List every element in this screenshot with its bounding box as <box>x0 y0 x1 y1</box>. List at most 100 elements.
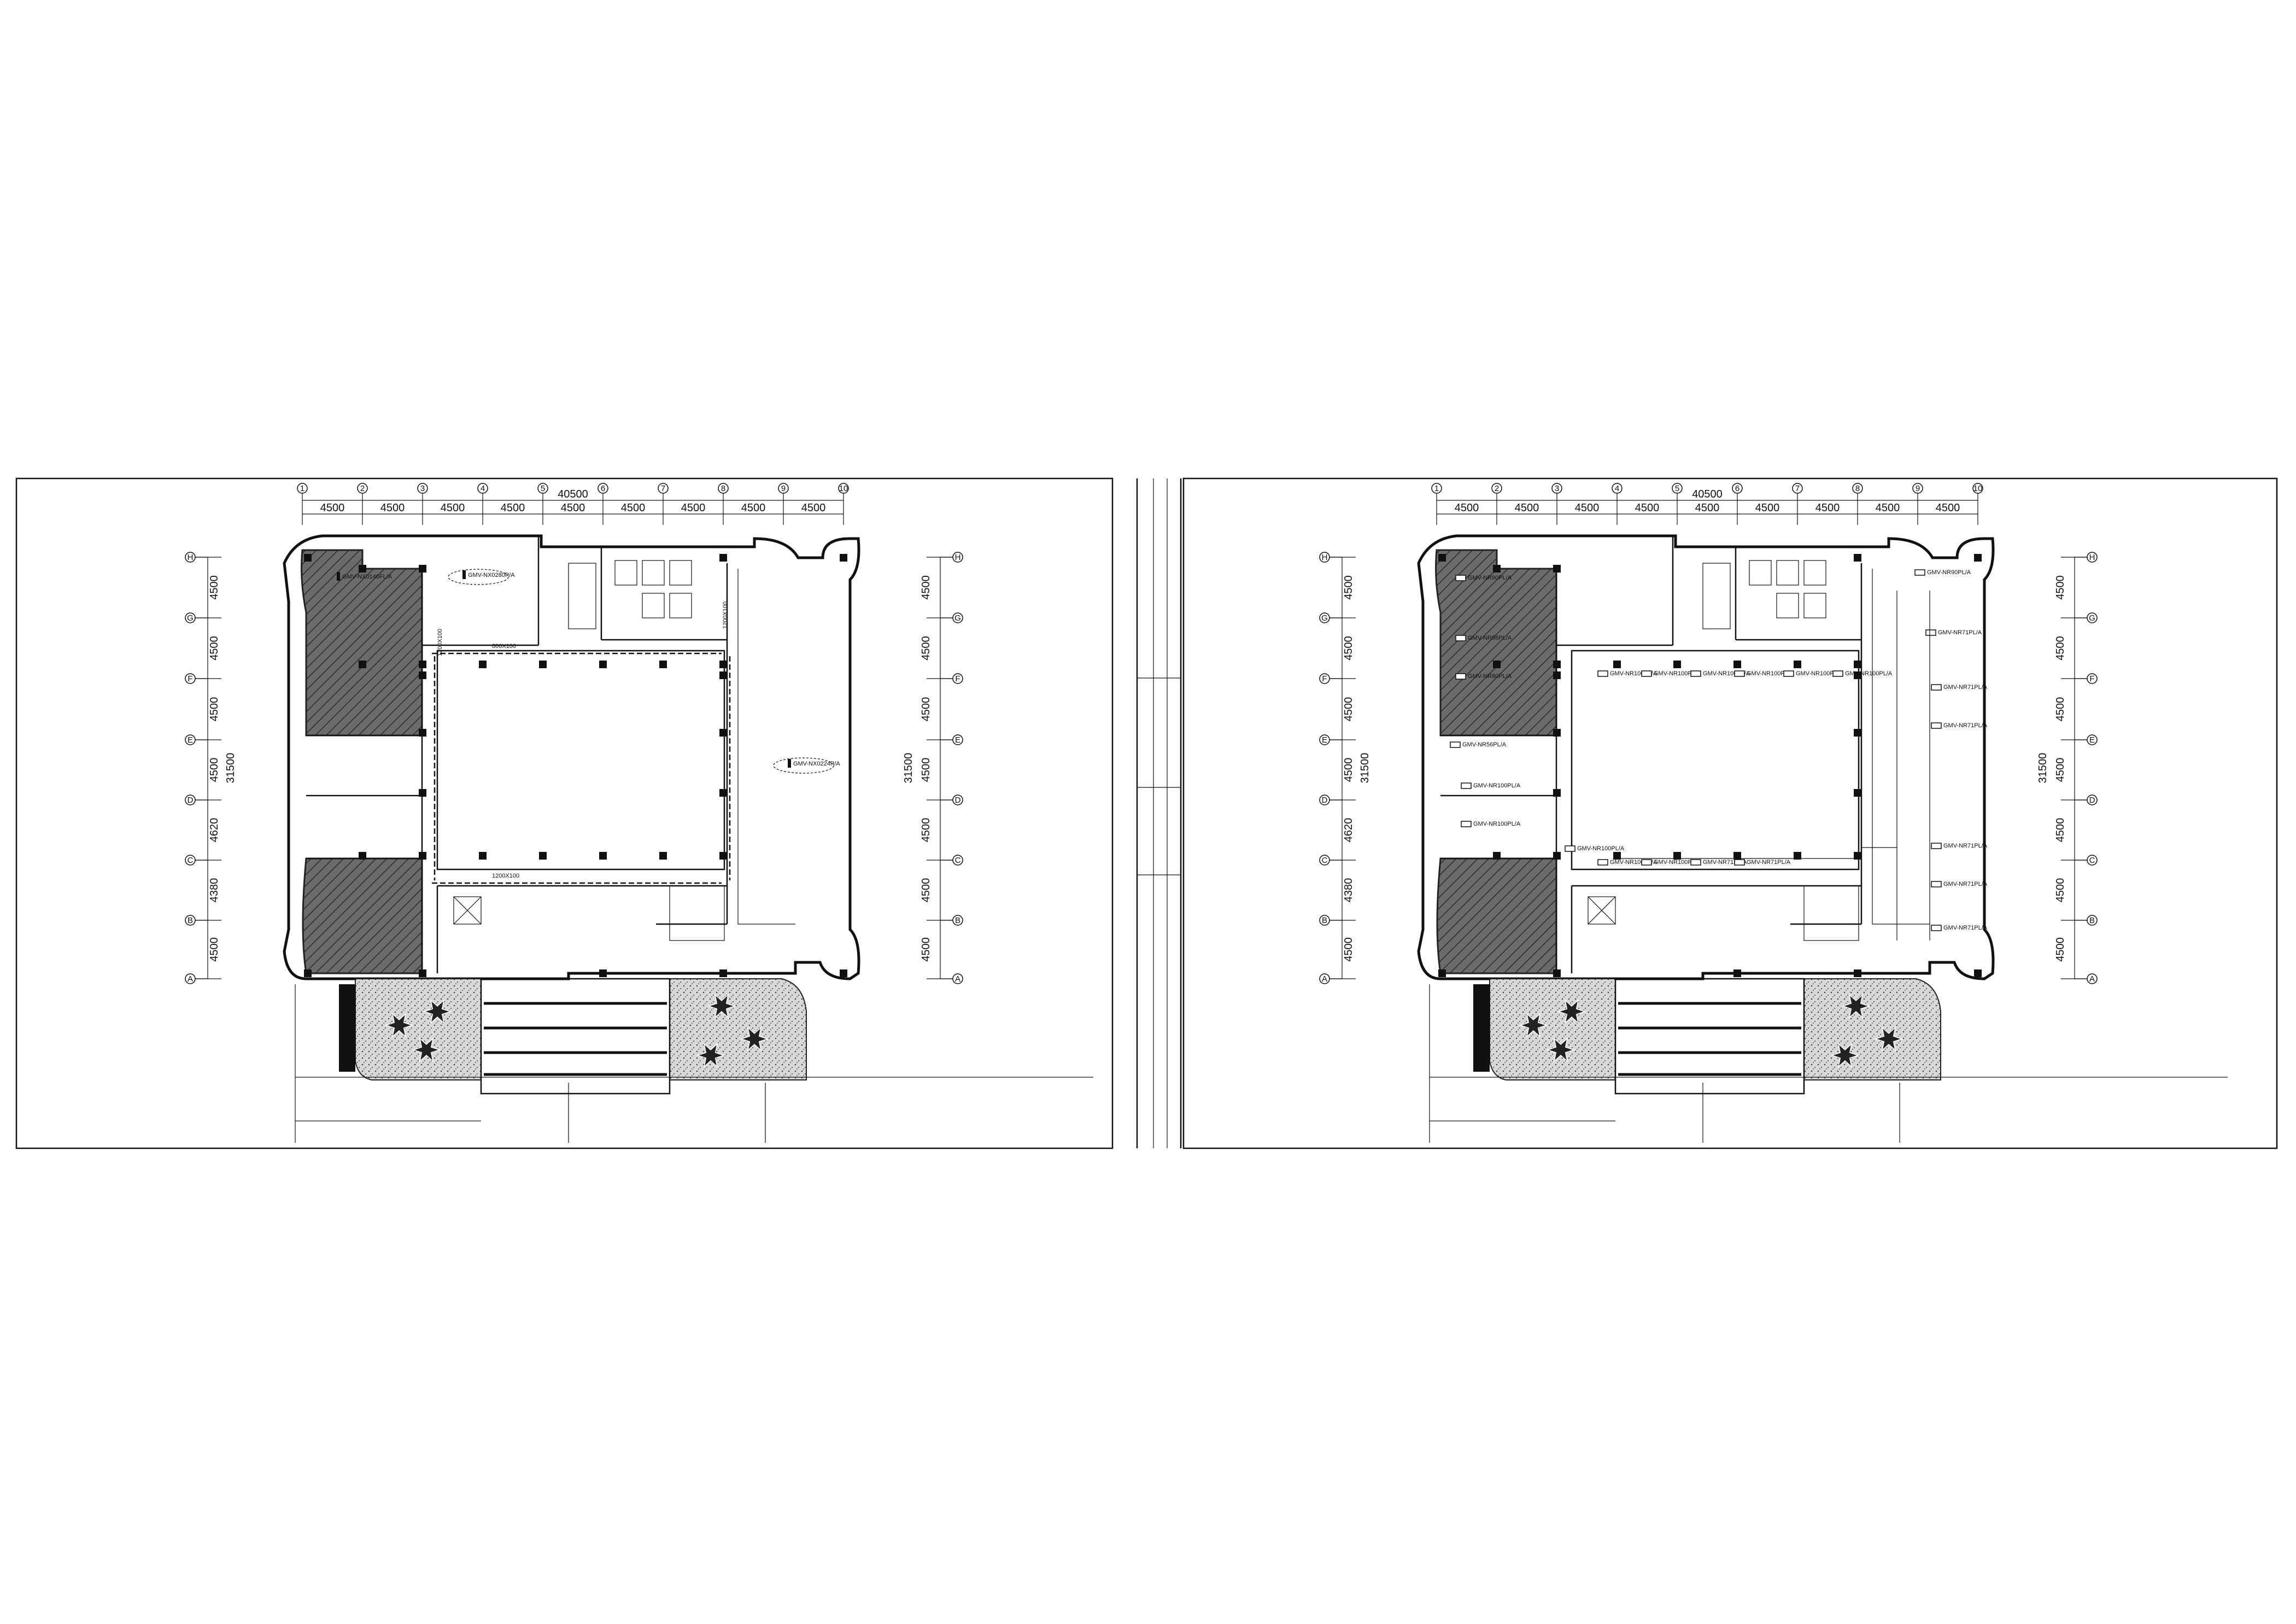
span-dimension: 4500 <box>1343 636 1355 661</box>
tree-symbol <box>423 999 452 1024</box>
axis-bubble <box>357 483 368 494</box>
tree-symbol <box>1841 994 1871 1019</box>
span-dimension: 4500 <box>741 502 766 514</box>
axis-bubble <box>297 483 308 494</box>
span-dimension: 4500 <box>920 818 932 843</box>
axis-label: F <box>1322 674 1327 684</box>
equipment-tag: GMV-NX0280P/A <box>468 572 515 579</box>
axis-label: 8 <box>721 484 725 493</box>
axis-label: H <box>1322 553 1328 562</box>
axis-bubble <box>952 673 963 684</box>
structural-column <box>840 554 847 562</box>
span-dimension: 4500 <box>561 502 585 514</box>
axis-bubble <box>185 973 196 984</box>
axis-bubble <box>1431 483 1442 494</box>
axis-bubble <box>952 855 963 866</box>
site-lines <box>1429 984 2228 1143</box>
ac-unit-icon <box>788 759 791 768</box>
structural-column <box>599 969 607 977</box>
structural-column <box>1553 671 1561 679</box>
axis-label: C <box>1322 856 1328 865</box>
axis-label: 2 <box>1495 484 1499 493</box>
axis-label: F <box>188 674 192 684</box>
structural-column <box>1854 671 1861 679</box>
equipment-tag: GMV-NR56PL/A <box>1468 635 1512 641</box>
structural-column <box>1613 852 1621 860</box>
axis-bubble <box>2087 552 2098 563</box>
axis-label: E <box>2089 735 2095 745</box>
span-dimension: 4500 <box>208 575 220 600</box>
axis-bubble <box>1792 483 1803 494</box>
axis-label: 3 <box>1555 484 1559 493</box>
axis-bubble <box>1672 483 1683 494</box>
equipment-tag: GMV-NR100PL/A <box>1654 670 1701 677</box>
structural-column <box>719 729 727 737</box>
span-dimension: 4500 <box>1695 502 1720 514</box>
equipment-tag: GMV-NR100PL/A <box>1796 670 1843 677</box>
axis-bubble <box>2087 915 2098 926</box>
refrigerant-pipe-run <box>1615 591 1930 940</box>
structural-column <box>1553 729 1561 737</box>
site-lines <box>295 984 1093 1143</box>
axis-label: B <box>2089 916 2095 925</box>
span-dimension: 4500 <box>208 758 220 782</box>
span-dimension: 4380 <box>208 878 220 903</box>
span-dimension: 4500 <box>320 502 345 514</box>
ac-unit-icon <box>1931 843 1942 849</box>
axis-label: 10 <box>1973 484 1983 493</box>
axis-label: H <box>188 553 194 562</box>
axis-bubble <box>1319 973 1330 984</box>
span-dimension: 4500 <box>920 575 932 600</box>
tree-symbol <box>740 1026 769 1051</box>
span-dimension: 4500 <box>1343 697 1355 722</box>
structural-column <box>719 852 727 860</box>
axis-bubble <box>1972 483 1983 494</box>
structural-column <box>1854 969 1861 977</box>
structural-column <box>599 852 607 860</box>
tree-symbol <box>1874 1026 1903 1051</box>
planter-right <box>669 978 807 1080</box>
structural-column <box>419 565 426 573</box>
axis-label: D <box>188 796 194 805</box>
axis-label: H <box>2089 553 2095 562</box>
equipment-tag: GMV-NR71PL/A <box>1943 843 1988 849</box>
duct-size-label: 1200X100 <box>492 873 519 879</box>
span-dimension: 4500 <box>1455 502 1479 514</box>
span-dimension: 4500 <box>801 502 826 514</box>
axis-label: G <box>1321 614 1328 623</box>
span-dimension: 4500 <box>681 502 706 514</box>
duct-size-label: 1200X100 <box>722 601 729 629</box>
axis-label: C <box>188 856 194 865</box>
axis-bubble <box>1612 483 1623 494</box>
span-dimension: 4500 <box>2054 818 2066 843</box>
toilet-stall <box>1803 593 1826 618</box>
structural-column <box>1553 852 1561 860</box>
elevator-shaft <box>1588 896 1616 925</box>
tree-symbol <box>707 994 736 1019</box>
interior-walls-left <box>1440 569 1557 973</box>
axis-label: F <box>2089 674 2094 684</box>
structural-column <box>1854 729 1861 737</box>
interior-walls-top <box>1556 536 1862 924</box>
equipment-tag: GMV-NR71PL/A <box>1938 629 1982 636</box>
elevator-cross <box>1588 896 1616 925</box>
axis-bubble <box>1319 855 1330 866</box>
axis-label: A <box>1322 974 1327 984</box>
axis-bubble <box>1319 612 1330 623</box>
axis-bubble <box>2087 673 2098 684</box>
ac-unit-icon <box>1931 684 1942 691</box>
axis-bubble <box>1319 552 1330 563</box>
toilet-stall <box>1803 560 1826 586</box>
ac-unit-icon <box>1597 859 1608 866</box>
axis-label: 6 <box>601 484 605 493</box>
axis-bubble <box>185 673 196 684</box>
axis-bubble <box>185 552 196 563</box>
overall-height-label: 31500 <box>225 753 237 784</box>
ac-unit-icon <box>1931 722 1942 729</box>
axis-bubble <box>952 795 963 805</box>
paved-terrace <box>1614 978 1805 1095</box>
axis-label: 7 <box>661 484 665 493</box>
span-dimension: 4500 <box>1343 575 1355 600</box>
span-dimension: 4500 <box>441 502 465 514</box>
ac-unit-icon <box>1690 670 1701 677</box>
